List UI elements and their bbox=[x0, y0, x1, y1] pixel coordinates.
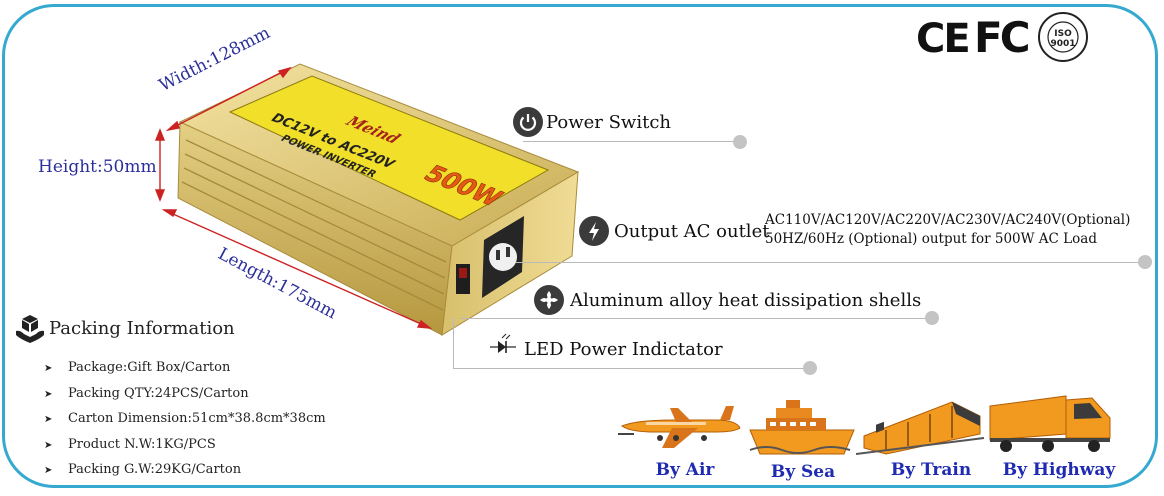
output-outlet-label: Output AC outlet bbox=[614, 221, 770, 242]
dimension-arrows bbox=[154, 66, 433, 329]
power-icon bbox=[513, 107, 543, 137]
arrow-right-icon: ➤ bbox=[44, 439, 53, 451]
led-leader-vertical bbox=[453, 318, 454, 368]
arrow-right-icon: ➤ bbox=[44, 414, 53, 425]
shipping-train-label: By Train bbox=[890, 460, 972, 480]
fan-icon bbox=[534, 285, 564, 315]
svg-text:ISO: ISO bbox=[1054, 29, 1072, 39]
packing-item-text: Packing QTY:24PCS/Carton bbox=[68, 385, 249, 401]
led-label: LED Power Indictator bbox=[524, 339, 723, 360]
packing-item: ➤ Package:Gift Box/Carton bbox=[44, 355, 326, 381]
packing-item: ➤ Packing G.W:29KG/Carton bbox=[44, 457, 326, 483]
arrow-right-icon: ➤ bbox=[44, 465, 53, 476]
svg-text:9001: 9001 bbox=[1050, 39, 1075, 49]
output-spec-line1: AC110V/AC120V/AC220V/AC230V/AC240V(Optio… bbox=[765, 212, 1131, 228]
packing-item-text: Package:Gift Box/Carton bbox=[68, 360, 231, 375]
power-switch-leader bbox=[523, 141, 737, 142]
power-switch-label: Power Switch bbox=[546, 112, 672, 133]
ship-icon bbox=[749, 400, 855, 455]
shipping-highway-label: By Highway bbox=[1002, 460, 1116, 480]
shell-dot bbox=[925, 311, 939, 325]
arrow-right-icon: ➤ bbox=[44, 363, 53, 374]
output-outlet-leader bbox=[516, 262, 1142, 263]
shell-leader bbox=[460, 318, 930, 319]
truck-icon bbox=[989, 395, 1111, 452]
packing-title: Packing Information bbox=[49, 318, 235, 339]
shipping-sea-label: By Sea bbox=[770, 462, 836, 482]
shipping-air-label: By Air bbox=[655, 460, 715, 480]
fc-mark: FC bbox=[974, 13, 1030, 62]
airplane-icon bbox=[618, 406, 741, 448]
output-spec-line2: 50HZ/60Hz (Optional) output for 500W AC … bbox=[765, 231, 1097, 247]
packing-item: ➤ Product N.W:1KG/PCS bbox=[44, 432, 326, 458]
led-leader bbox=[453, 368, 807, 369]
led-dot bbox=[803, 361, 817, 375]
packing-item-text: Packing G.W:29KG/Carton bbox=[68, 462, 242, 477]
height-label: Height:50mm bbox=[38, 157, 157, 177]
page-frame bbox=[2, 4, 1158, 488]
arrow-right-icon: ➤ bbox=[44, 388, 53, 400]
power-switch-dot bbox=[733, 135, 747, 149]
bolt-icon bbox=[579, 216, 609, 246]
package-hand-icon bbox=[16, 315, 44, 343]
packing-item-text: Product N.W:1KG/PCS bbox=[68, 436, 216, 452]
packing-item: ➤ Packing QTY:24PCS/Carton bbox=[44, 381, 326, 407]
packing-list: ➤ Package:Gift Box/Carton ➤ Packing QTY:24… bbox=[44, 355, 326, 483]
train-icon bbox=[856, 401, 985, 455]
led-icon bbox=[490, 333, 516, 353]
packing-item: ➤ Carton Dimension:51cm*38.8cm*38cm bbox=[44, 406, 326, 432]
shell-label: Aluminum alloy heat dissipation shells bbox=[570, 290, 922, 311]
packing-item-text: Carton Dimension:51cm*38.8cm*38cm bbox=[68, 411, 326, 426]
output-outlet-dot bbox=[1138, 255, 1152, 269]
iso-9001-seal: ISO 9001 bbox=[1038, 12, 1088, 62]
ce-mark: CE bbox=[916, 16, 971, 62]
inverter-product-image: Meind DC12V to AC220V POWER INVERTER 500… bbox=[177, 63, 580, 336]
